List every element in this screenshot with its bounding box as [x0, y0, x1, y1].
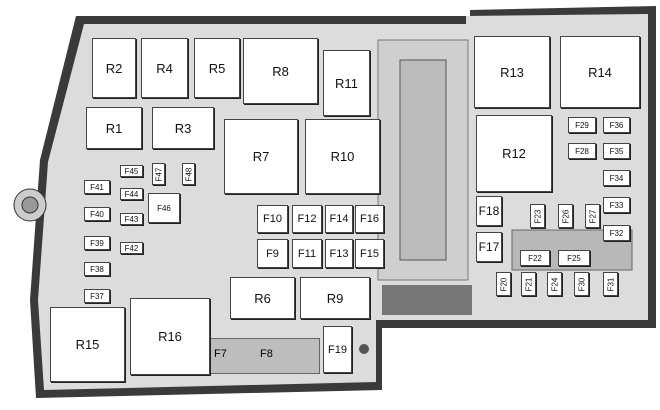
fuse-f35: F35	[603, 143, 630, 159]
fuse-f7: F7	[214, 348, 227, 360]
fuse-f14: F14	[325, 205, 353, 233]
relay-r4: R4	[141, 38, 188, 98]
relay-r14: R14	[560, 36, 640, 108]
relay-r13: R13	[474, 36, 550, 108]
fuse-f42: F42	[120, 242, 143, 254]
relay-r12: R12	[476, 115, 552, 192]
fuse-f46: F46	[148, 193, 180, 223]
fuse-f47: F47	[152, 163, 165, 185]
fuse-f16: F16	[355, 205, 384, 233]
fuse-f9: F9	[257, 239, 288, 268]
fuse-f45: F45	[120, 165, 143, 177]
relay-r7: R7	[224, 119, 298, 194]
relay-r2: R2	[92, 38, 136, 98]
fuse-f21-label: F21	[524, 277, 534, 291]
fuse-f30-label: F30	[577, 277, 587, 291]
fuse-f19: F19	[323, 326, 352, 373]
fuse-f25: F25	[558, 250, 590, 266]
fuse-f24-label: F24	[550, 277, 560, 291]
relay-r1: R1	[86, 107, 142, 149]
fuse-f48: F48	[182, 163, 195, 185]
fuse-f41: F41	[84, 180, 110, 194]
fuse-f47-label: F47	[154, 167, 164, 181]
fuse-f38: F38	[84, 262, 110, 276]
fuse-f7-f8-holder	[206, 338, 320, 374]
fuse-f40: F40	[84, 207, 110, 221]
fuse-f10: F10	[257, 205, 288, 233]
relay-r16: R16	[130, 298, 210, 375]
fuse-f31-label: F31	[606, 277, 616, 291]
fuse-f23-label: F23	[533, 209, 543, 223]
fuse-f43: F43	[120, 213, 143, 225]
fuse-f20-label: F20	[499, 277, 509, 291]
fuse-f31: F31	[603, 272, 618, 296]
fuse-f29: F29	[568, 117, 596, 133]
fuse-f28: F28	[568, 143, 596, 159]
relay-r11: R11	[323, 50, 370, 116]
relay-r5: R5	[194, 38, 240, 98]
fuse-f20: F20	[496, 272, 511, 296]
fuse-f18: F18	[476, 196, 502, 226]
fuse-f21: F21	[521, 272, 536, 296]
fuse-f30: F30	[574, 272, 589, 296]
relay-r9: R9	[300, 277, 370, 319]
fuse-f15: F15	[355, 239, 384, 268]
fuse-f36: F36	[603, 117, 630, 133]
fuse-f23: F23	[530, 204, 545, 228]
fuse-f44: F44	[120, 188, 143, 200]
fuse-f11: F11	[292, 239, 322, 268]
fuse-f26-label: F26	[561, 209, 571, 223]
fuse-f27-label: F27	[588, 209, 598, 223]
fuse-f17: F17	[476, 232, 502, 262]
fuse-f13: F13	[325, 239, 353, 268]
fuse-f27: F27	[585, 204, 600, 228]
fuse-f37: F37	[84, 289, 110, 303]
fuse-f8: F8	[260, 348, 273, 360]
fuse-f22: F22	[520, 250, 550, 266]
relay-r8: R8	[243, 38, 318, 104]
fuse-f24: F24	[547, 272, 562, 296]
relay-r10: R10	[305, 119, 380, 194]
fuse-f12: F12	[292, 205, 322, 233]
fuse-f48-label: F48	[184, 167, 194, 181]
relay-r15: R15	[50, 307, 125, 382]
fuse-f34: F34	[603, 170, 630, 186]
fuse-f39: F39	[84, 236, 110, 250]
fuse-f32: F32	[603, 225, 630, 241]
fuse-f33: F33	[603, 197, 630, 213]
relay-r3: R3	[152, 107, 214, 149]
fuse-f26: F26	[558, 204, 573, 228]
relay-r6: R6	[230, 277, 295, 319]
